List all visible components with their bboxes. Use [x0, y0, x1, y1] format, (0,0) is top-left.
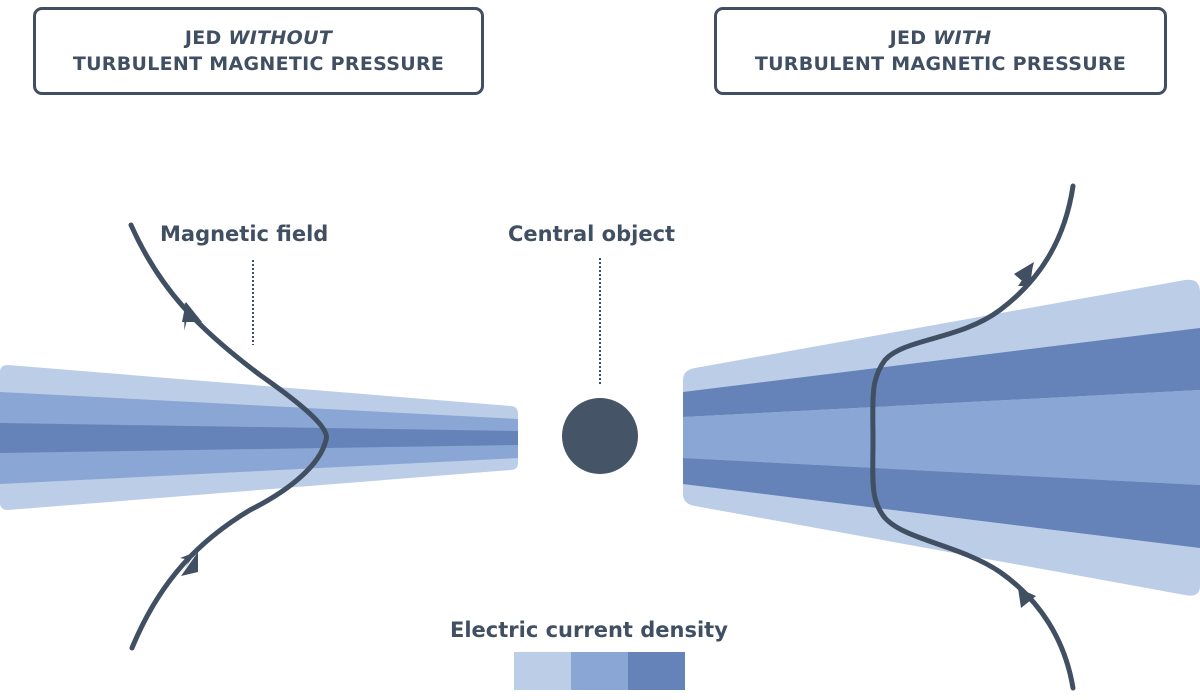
title-emphasis: WITH — [933, 27, 992, 49]
disk-band-medium — [683, 390, 1200, 485]
magnetic-field-label: Magnetic field — [160, 222, 329, 246]
disk-band-dark-lower — [683, 458, 1200, 548]
current-density-legend — [514, 652, 685, 690]
arrowhead-icon — [1018, 588, 1036, 608]
title-box-with: JED WITH TURBULENT MAGNETIC PRESSURE — [714, 7, 1167, 95]
title-line-1: JED WITH — [890, 25, 992, 51]
central-object-label: Central object — [508, 222, 676, 246]
legend-swatch-low — [514, 652, 571, 690]
magnetic-field-line-with — [870, 183, 1076, 691]
disk-with — [683, 279, 1200, 596]
central-object — [562, 398, 638, 474]
legend-swatch-high — [628, 652, 685, 690]
title-prefix: JED — [889, 27, 934, 49]
title-emphasis: WITHOUT — [228, 27, 333, 49]
title-prefix: JED — [184, 27, 229, 49]
arrowhead-icon — [1014, 262, 1034, 286]
legend-title: Electric current density — [450, 618, 728, 642]
title-line-2: TURBULENT MAGNETIC PRESSURE — [754, 53, 1127, 75]
arrowhead-icon — [180, 552, 196, 570]
title-line-2: TURBULENT MAGNETIC PRESSURE — [72, 53, 445, 75]
arrowhead-icon — [182, 302, 202, 322]
legend-swatch-medium — [571, 652, 628, 690]
arrowhead-icon — [181, 552, 198, 576]
title-box-without: JED WITHOUT TURBULENT MAGNETIC PRESSURE — [33, 7, 484, 95]
disk-band-dark — [0, 423, 518, 453]
disk-band-dark-upper — [683, 328, 1200, 417]
title-line-1: JED WITHOUT — [185, 25, 332, 51]
